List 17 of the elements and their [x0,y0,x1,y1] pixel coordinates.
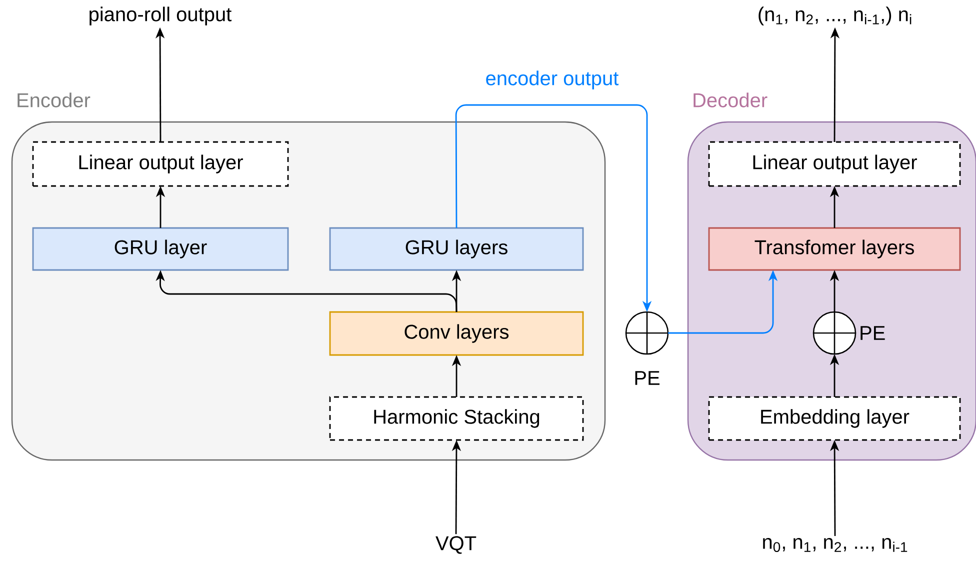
panel-heading: Encoder [18,92,90,108]
io-label: n$_{0}$, n$_{1}$, n$_{2}$, ..., n$_{i-1}$ [763,538,908,552]
io-label: (n$_{1}$, n$_{2}$, ..., n$_{i-1}$,) n$_{i}$ [758,6,912,26]
layer-box: GRU layer [32,227,289,271]
io-label: VQT [436,536,476,554]
layer-box: Conv layers [329,311,584,356]
layer-box: GRU layers [329,227,584,271]
edge-label: encoder output [483,68,621,92]
panel-heading: Decoder [694,92,768,108]
layer-box: Embedding layer [708,396,961,441]
circle-label: PE [635,371,660,385]
io-label: piano-roll output [90,6,232,26]
circle-label: PE [860,326,885,340]
layer-box: Harmonic Stacking [329,396,584,441]
layer-box: Transfomer layers [708,227,961,271]
layer-box: Linear output layer [32,141,289,187]
layer-box: Linear output layer [708,141,961,187]
